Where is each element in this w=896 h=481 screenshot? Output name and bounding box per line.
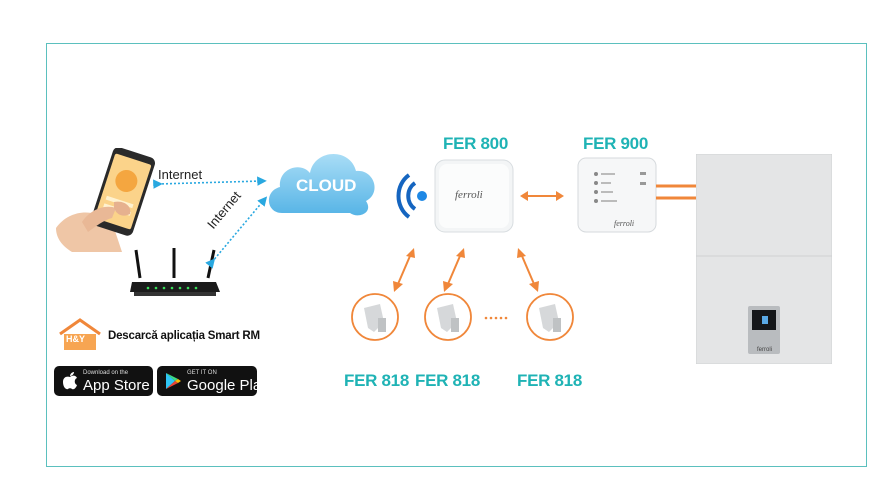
phone-cloud-link xyxy=(153,176,267,189)
cloud-icon xyxy=(268,153,375,216)
router-cloud-link xyxy=(205,196,268,269)
head-arrow-1 xyxy=(397,255,411,285)
apple-icon xyxy=(63,372,77,390)
app-store-small-text: Download on the xyxy=(83,370,129,376)
fer800-label: FER 800 xyxy=(443,134,508,153)
wifi-signal-icon xyxy=(396,173,427,219)
cloud-label: CLOUD xyxy=(296,176,357,195)
google-play-small-text: GET IT ON xyxy=(187,370,217,376)
google-play-badge[interactable]: GET IT ON Google Play xyxy=(157,366,269,396)
fer818-label-1: FER 818 xyxy=(344,371,409,390)
fer900-label: FER 900 xyxy=(583,134,648,153)
boiler-icon xyxy=(696,154,832,364)
boiler-brand: ferroli xyxy=(757,347,773,353)
thermostatic-head-icon xyxy=(424,293,472,341)
head-arrow-3 xyxy=(521,255,535,285)
gateway-receiver-arrow xyxy=(520,191,564,201)
fer818-label-2: FER 818 xyxy=(415,371,480,390)
internet-links xyxy=(153,176,268,269)
diagram-frame xyxy=(46,43,867,467)
thermostatic-head-icon xyxy=(351,293,399,341)
logo-text: H&Y xyxy=(66,334,86,344)
google-play-big-text: Google Play xyxy=(187,377,269,394)
fer800-brand: ferroli xyxy=(455,189,483,201)
fer818-label-3: FER 818 xyxy=(517,371,582,390)
boiler-wires xyxy=(656,184,700,200)
app-store-badge[interactable]: Download on the App Store xyxy=(54,366,153,396)
fer800-gateway-device xyxy=(434,159,514,233)
house-logo-icon xyxy=(59,318,101,350)
ellipsis-dots xyxy=(484,316,508,320)
internet-label-top: Internet xyxy=(158,167,203,182)
google-play-icon xyxy=(166,373,181,389)
gateway-head-arrows xyxy=(393,248,539,292)
fer900-receiver-device xyxy=(577,157,657,233)
download-app-text: Descarcă aplicația Smart RM xyxy=(108,330,260,342)
head-arrow-2 xyxy=(447,255,461,285)
fer900-brand: ferroli xyxy=(614,219,635,228)
app-store-big-text: App Store xyxy=(83,377,150,394)
thermostatic-head-icon xyxy=(526,293,574,341)
smartphone-hand-icon xyxy=(56,148,156,252)
